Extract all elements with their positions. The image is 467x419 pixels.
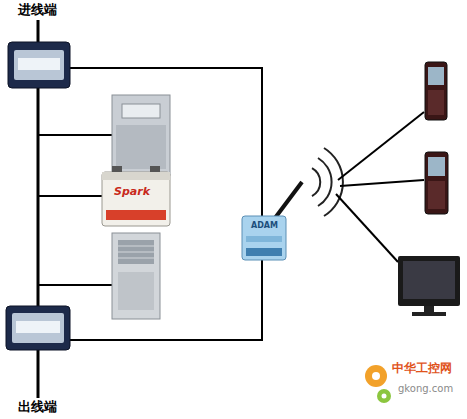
cabinet-panel xyxy=(116,125,166,169)
antenna xyxy=(275,182,302,218)
battery-top xyxy=(102,172,170,180)
adam-module xyxy=(242,182,302,260)
mobile-phone xyxy=(425,62,447,120)
mobile-phone xyxy=(425,152,448,214)
watermark: gkong.com xyxy=(398,383,453,394)
signal-wire xyxy=(70,68,262,340)
breaker-panel xyxy=(14,50,64,80)
phone-keypad xyxy=(428,181,445,209)
breaker-window xyxy=(18,58,60,70)
breaker-window xyxy=(16,321,60,333)
logo-gear xyxy=(377,389,391,403)
module-body xyxy=(242,216,286,260)
branch-wire xyxy=(38,134,112,136)
module-stripe xyxy=(246,236,282,242)
breaker-icon xyxy=(8,42,70,88)
breaker-icon xyxy=(6,306,70,350)
phone-screen xyxy=(428,67,444,85)
battery-terminal xyxy=(112,166,122,172)
breaker-body xyxy=(6,306,70,350)
wave-arc xyxy=(312,168,320,196)
cabinet-display xyxy=(122,104,160,118)
watermark-logo xyxy=(365,365,391,403)
ac-grille xyxy=(118,240,154,264)
ac-body xyxy=(112,233,160,319)
radio-link xyxy=(340,180,424,186)
ac-slat xyxy=(118,252,154,253)
wave-arc xyxy=(318,158,332,206)
radio-link xyxy=(338,112,424,180)
monitor-frame xyxy=(398,256,460,306)
battery-body xyxy=(102,172,170,226)
air-conditioner xyxy=(112,233,160,319)
battery-terminal xyxy=(150,166,160,172)
watermark: 中华工控网 xyxy=(392,362,452,375)
cabinet-body xyxy=(112,95,170,175)
phone-body xyxy=(425,152,448,214)
charger-cabinet xyxy=(112,95,170,175)
radio-waves xyxy=(312,148,343,216)
battery-icon xyxy=(102,166,170,226)
breaker-panel xyxy=(12,313,64,343)
monitor-base xyxy=(412,312,446,316)
monitor xyxy=(398,256,460,316)
phone-screen xyxy=(428,157,445,176)
logo-hub xyxy=(382,394,387,399)
wave-arc xyxy=(324,148,343,216)
phone-body xyxy=(425,62,447,120)
terminal-label: 出线端 xyxy=(18,400,57,414)
module-terminal xyxy=(246,248,282,256)
monitor-neck xyxy=(424,306,434,312)
battery-stripe xyxy=(106,210,166,220)
branch-wire xyxy=(38,195,102,197)
ac-slat xyxy=(118,246,154,247)
phone-keypad xyxy=(428,90,444,115)
brand-text: Spark xyxy=(114,186,150,198)
ac-panel xyxy=(118,272,154,310)
radio-link xyxy=(336,194,398,262)
terminal-label: 进线端 xyxy=(18,3,57,17)
monitor-screen xyxy=(403,261,455,299)
branch-wire xyxy=(38,284,112,286)
logo-gear xyxy=(365,365,387,387)
logo-hub xyxy=(372,372,380,380)
ac-slat xyxy=(118,258,154,259)
module-text: ADAM xyxy=(251,222,278,231)
breaker-body xyxy=(8,42,70,88)
